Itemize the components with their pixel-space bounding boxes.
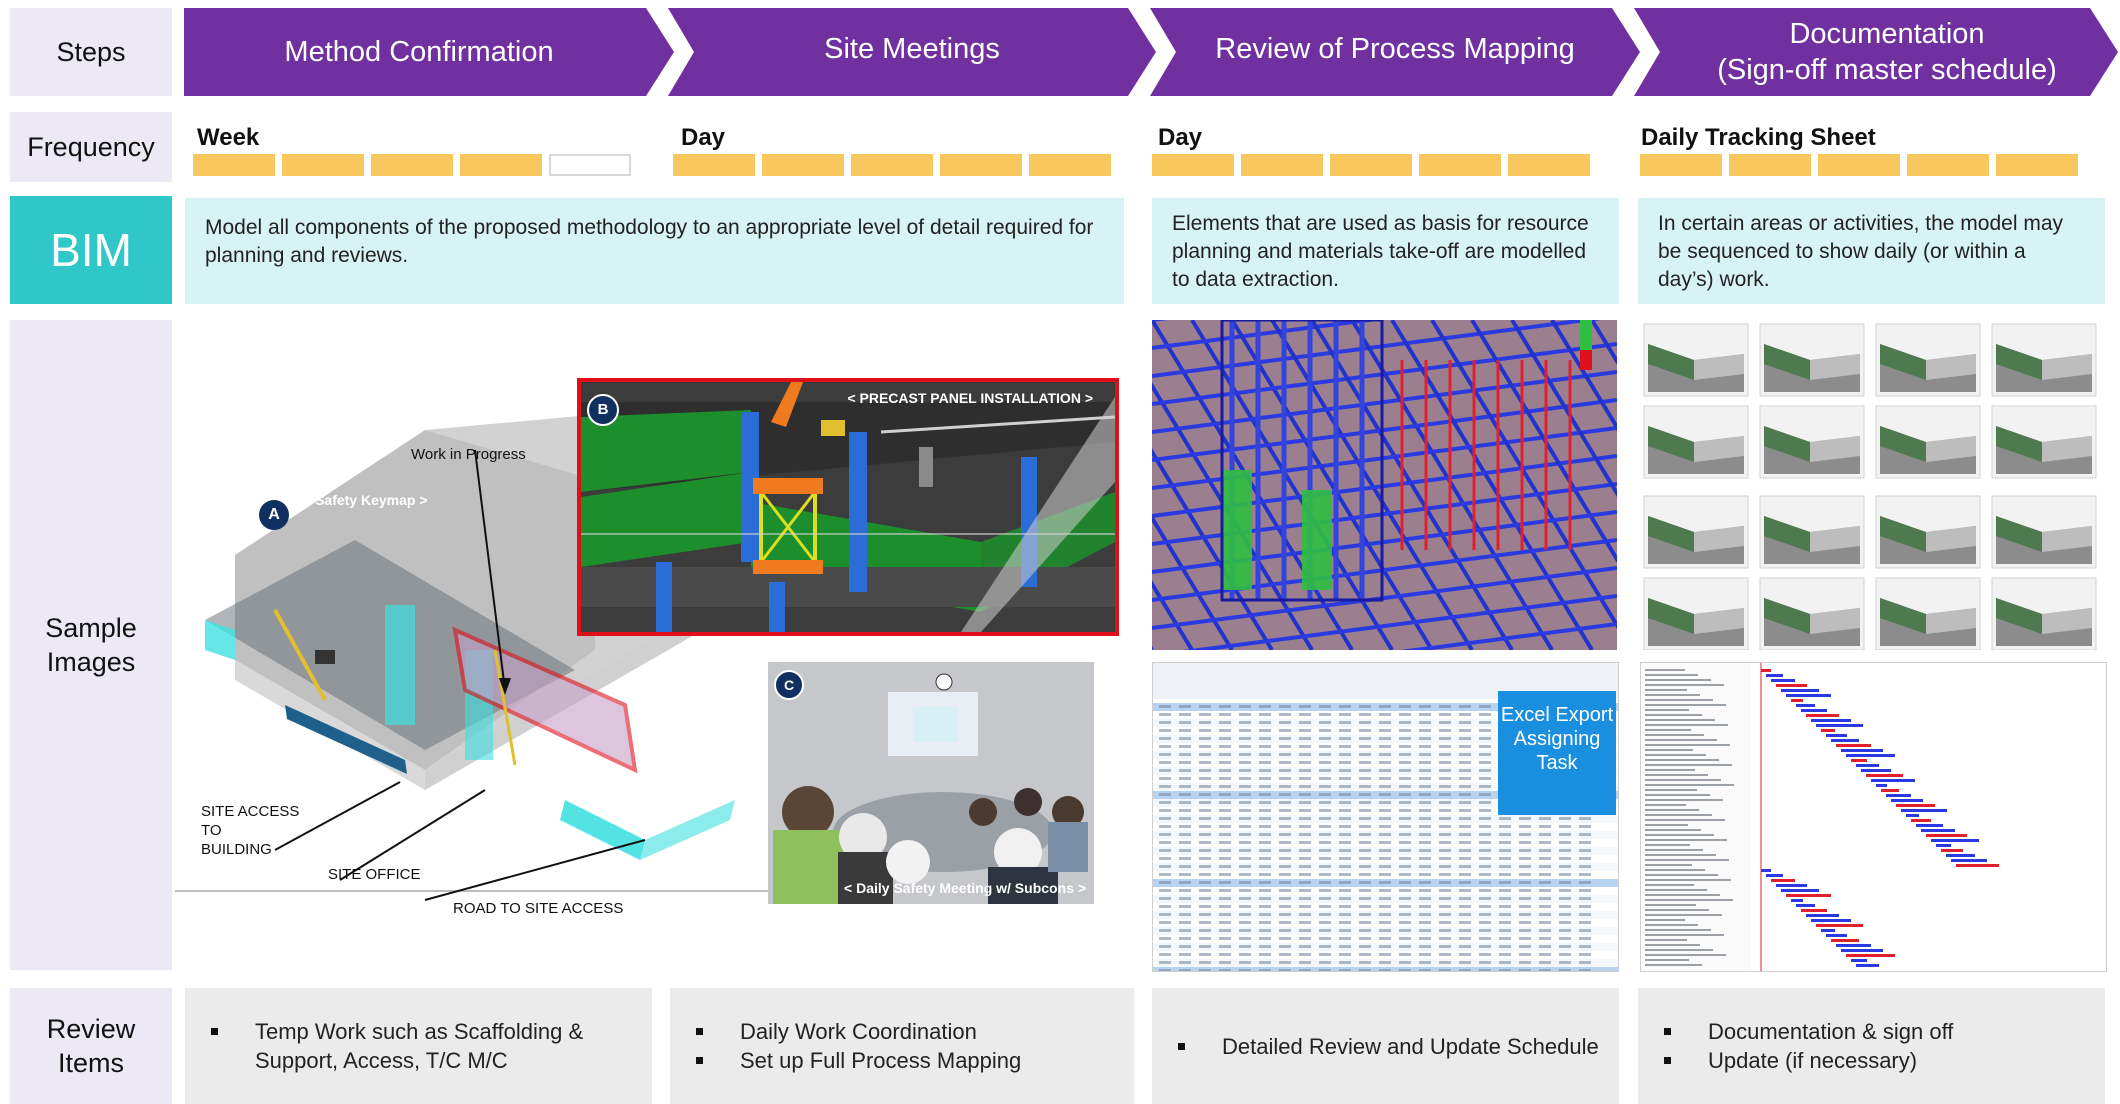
step-site-meetings: Site Meetings <box>668 8 1156 96</box>
meeting-caption: < Daily Safety Meeting w/ Subcons > <box>844 880 1086 896</box>
frequency-bar-empty <box>549 154 631 176</box>
site-access-label: SITE ACCESS TO BUILDING <box>201 803 300 858</box>
frequency-bar <box>1029 154 1111 176</box>
frequency-bar <box>1907 154 1989 176</box>
frequency-bar <box>1640 154 1722 176</box>
step-documentation: Documentation (Sign-off master schedule) <box>1634 8 2120 96</box>
frequency-bar <box>762 154 844 176</box>
review-item: Set up Full Process Mapping <box>690 1046 1021 1075</box>
review-item: Detailed Review and Update Schedule <box>1172 1032 1599 1061</box>
review-items-3: Detailed Review and Update Schedule <box>1152 988 1619 1104</box>
review-list: Daily Work Coordination Set up Full Proc… <box>690 1017 1021 1075</box>
frequency-bar <box>1508 154 1590 176</box>
frequency-bar <box>851 154 933 176</box>
frequency-bar <box>1330 154 1412 176</box>
row-label-steps: Steps <box>10 8 172 96</box>
step-review-process-mapping: Review of Process Mapping <box>1150 8 1640 96</box>
bim-description-1: Model all components of the proposed met… <box>185 198 1124 304</box>
frequency-bar <box>460 154 542 176</box>
frequency-bar <box>1729 154 1811 176</box>
site-office-label: SITE OFFICE <box>328 866 421 883</box>
review-list: Documentation & sign off Update (if nece… <box>1658 1017 1953 1075</box>
review-items-1: Temp Work such as Scaffolding & Support,… <box>185 988 652 1104</box>
safety-keymap-label: < Safety Keymap > <box>303 492 428 508</box>
review-item: Update (if necessary) <box>1658 1046 1953 1075</box>
frequency-bar <box>193 154 275 176</box>
review-items-4: Documentation & sign off Update (if nece… <box>1638 988 2105 1104</box>
review-item: Documentation & sign off <box>1658 1017 1953 1046</box>
marker-b: B <box>587 394 619 426</box>
frequency-bar <box>940 154 1022 176</box>
review-items-2: Daily Work Coordination Set up Full Proc… <box>670 988 1134 1104</box>
step-method-confirmation: Method Confirmation <box>184 8 674 96</box>
precast-panel-image: B < PRECAST PANEL INSTALLATION > <box>577 378 1119 636</box>
frequency-label-2: Day <box>681 124 726 151</box>
meeting-photo-drawing <box>768 662 1094 904</box>
chevron-shape <box>1634 8 2118 96</box>
gantt-chart-drawing <box>1641 663 1999 971</box>
meeting-photo: C < Daily Safety Meeting w/ Subcons > <box>768 662 1094 904</box>
frequency-bar <box>1152 154 1234 176</box>
chevron-shape <box>184 8 674 96</box>
marker-c: C <box>774 670 804 700</box>
sequence-thumbnails <box>1640 320 2105 650</box>
frequency-bar <box>1818 154 1900 176</box>
row-label-review-items: Review Items <box>10 988 172 1104</box>
road-label: ROAD TO SITE ACCESS <box>453 900 624 917</box>
precast-caption: < PRECAST PANEL INSTALLATION > <box>847 390 1093 406</box>
frequency-label-4: Daily Tracking Sheet <box>1641 124 1876 151</box>
gantt-chart-image <box>1640 662 2107 972</box>
excel-export-caption: Excel Export Assigning Task <box>1498 691 1616 815</box>
frequency-bar <box>1419 154 1501 176</box>
chevron-shape <box>1150 8 1640 96</box>
rebar-model-drawing <box>1152 320 1617 650</box>
frequency-bar <box>1241 154 1323 176</box>
row-label-bim: BIM <box>10 196 172 304</box>
frequency-bar <box>673 154 755 176</box>
review-list: Detailed Review and Update Schedule <box>1172 1032 1599 1061</box>
frequency-bar <box>1996 154 2078 176</box>
review-item: Daily Work Coordination <box>690 1017 1021 1046</box>
work-in-progress-label: Work in Progress <box>411 446 526 463</box>
frequency-label-3: Day <box>1158 124 1203 151</box>
step-label: Site Meetings <box>824 33 1000 65</box>
frequency-bar <box>371 154 453 176</box>
step-label: Method Confirmation <box>284 36 554 68</box>
marker-a: A <box>259 500 289 530</box>
precast-panel-drawing <box>581 382 1115 632</box>
bim-description-3: In certain areas or activities, the mode… <box>1638 198 2105 304</box>
frequency-bars-3 <box>1152 154 1590 176</box>
bim-description-2: Elements that are used as basis for reso… <box>1152 198 1619 304</box>
frequency-bars-1 <box>193 154 631 176</box>
sequence-thumbnails-drawing <box>1643 323 2097 650</box>
review-item: Temp Work such as Scaffolding & Support,… <box>205 1017 652 1075</box>
step-label: Review of Process Mapping <box>1215 33 1575 65</box>
row-label-sample-images: Sample Images <box>10 320 172 970</box>
chevron-shape <box>668 8 1156 96</box>
step-label: Documentation (Sign-off master schedule) <box>1717 18 2057 86</box>
frequency-bars-4 <box>1640 154 2078 176</box>
rebar-model-image <box>1152 320 1617 650</box>
review-list: Temp Work such as Scaffolding & Support,… <box>205 1017 652 1075</box>
frequency-bars-2 <box>673 154 1111 176</box>
excel-export-image: Excel Export Assigning Task <box>1152 662 1619 972</box>
row-label-frequency: Frequency <box>10 112 172 182</box>
frequency-label-1: Week <box>197 124 260 151</box>
frequency-bar <box>282 154 364 176</box>
